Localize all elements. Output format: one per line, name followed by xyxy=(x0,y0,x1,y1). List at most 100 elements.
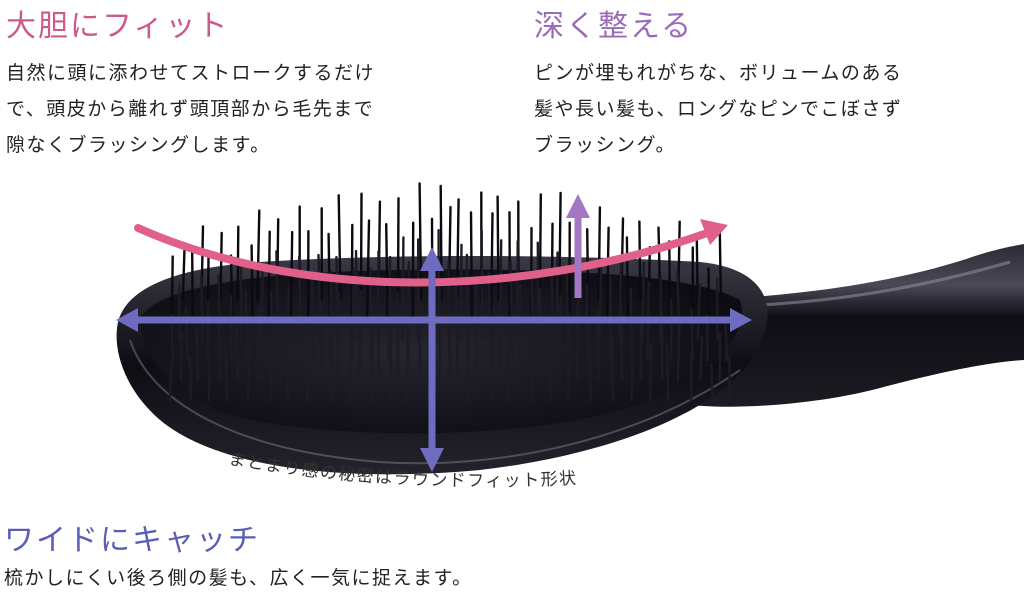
bristle xyxy=(536,241,540,342)
bristle xyxy=(317,253,322,342)
bristle xyxy=(638,220,642,302)
bristle xyxy=(385,222,389,322)
bristle xyxy=(244,289,249,362)
up-arrow-head xyxy=(566,194,590,218)
bristle xyxy=(299,302,304,382)
bristle xyxy=(336,292,341,382)
curved-right-arrow-head xyxy=(700,219,728,245)
feature-text-fit-line: で、頭皮から離れず頭頂部から毛先まで xyxy=(6,98,375,120)
bristle xyxy=(518,284,523,382)
bristle xyxy=(469,211,474,322)
bristle xyxy=(181,242,186,302)
bristle xyxy=(660,311,664,382)
bristle xyxy=(531,320,535,402)
bristle xyxy=(396,290,400,382)
bristle xyxy=(358,290,362,382)
bristle xyxy=(235,324,240,382)
feature-text-deep-line: ピンが埋もれがちな、ボリュームのある xyxy=(534,62,903,84)
bristle xyxy=(696,283,701,342)
feature-text-wide: 梳かしにくい後ろ側の髪も、広く一気に捉えます。 xyxy=(4,560,473,596)
bristle xyxy=(246,339,251,402)
bristle xyxy=(695,237,699,302)
bristle xyxy=(256,209,261,302)
bristle xyxy=(206,300,210,362)
bristle xyxy=(490,308,495,402)
bristle xyxy=(250,244,254,322)
bristle xyxy=(387,255,392,362)
bristle xyxy=(190,251,195,322)
bristle xyxy=(219,231,223,302)
bristle xyxy=(598,258,603,342)
bristle xyxy=(676,320,681,382)
feature-text-deep: ピンが埋もれがちな、ボリュームのある 髪や長い髪も、ロングなピンでこぼさず ブラ… xyxy=(534,55,902,163)
bristle xyxy=(267,230,271,322)
bristle xyxy=(170,255,174,322)
bristle xyxy=(710,363,714,402)
bristle xyxy=(558,191,562,302)
feature-title-wide: ワイドにキャッチ xyxy=(4,523,260,558)
bristle xyxy=(618,256,623,342)
bristle xyxy=(224,340,229,402)
bristle xyxy=(370,310,374,402)
bristle xyxy=(269,290,274,362)
feature-title-fit: 大胆にフィット xyxy=(6,9,230,44)
bristle xyxy=(474,278,479,382)
bristle xyxy=(610,333,614,402)
bristle xyxy=(487,271,493,362)
bristle xyxy=(665,342,670,402)
bristle xyxy=(168,362,173,402)
bristle xyxy=(217,318,222,382)
feature-text-fit-line: 隙なくブラッシングします。 xyxy=(6,134,271,156)
bristle xyxy=(558,295,562,382)
vertical-arrow-bottom-head xyxy=(420,448,444,472)
bristle xyxy=(376,286,381,382)
bristle xyxy=(597,206,602,302)
bristle xyxy=(641,261,646,342)
bristle xyxy=(547,317,552,402)
feature-text-wide-line: 梳かしにくい後ろ側の髪も、広く一気に捉えます。 xyxy=(4,567,473,589)
bristle xyxy=(184,307,189,362)
horizontal-arrow-right-head xyxy=(730,308,752,332)
bristle xyxy=(207,357,211,402)
bristle xyxy=(639,318,643,382)
bristle xyxy=(496,195,500,302)
bristle xyxy=(268,337,273,402)
brush-handle xyxy=(690,244,1024,407)
bristle xyxy=(718,332,722,382)
bristle xyxy=(179,332,183,382)
bristle xyxy=(506,318,510,402)
bristle xyxy=(668,240,672,322)
bristle xyxy=(459,243,463,342)
bristle xyxy=(275,250,280,342)
bristle xyxy=(567,311,571,402)
bristle xyxy=(625,236,630,322)
feature-text-deep-line: ブラッシング。 xyxy=(534,134,676,156)
bristle xyxy=(699,335,704,382)
curved-right-arrow-icon xyxy=(134,224,714,287)
bristle xyxy=(285,334,290,402)
bristle xyxy=(724,319,729,362)
feature-title-deep: 深く整える xyxy=(534,9,694,44)
bristle xyxy=(538,193,542,302)
bristle xyxy=(605,226,610,322)
feature-text-fit-line: 自然に頭に添わせてストロークするだけ xyxy=(6,62,376,84)
horizontal-arrow-left-head xyxy=(116,308,138,332)
bristle xyxy=(649,343,653,402)
vertical-arrow-top-head xyxy=(420,247,444,271)
bristle xyxy=(200,274,204,342)
feature-text-deep-line: 髪や長い髪も、ロングなピンでこぼさず xyxy=(534,98,903,120)
bristle xyxy=(354,249,359,342)
bristle xyxy=(417,290,422,382)
bristle xyxy=(401,236,405,342)
handle-highlight xyxy=(759,260,1011,307)
bristle xyxy=(365,219,371,322)
bristle xyxy=(348,322,353,402)
bristle xyxy=(239,262,244,342)
bristle xyxy=(718,230,723,302)
bristle xyxy=(320,300,324,382)
bristle xyxy=(455,280,459,382)
bristle xyxy=(188,355,193,402)
bristle xyxy=(489,212,494,322)
